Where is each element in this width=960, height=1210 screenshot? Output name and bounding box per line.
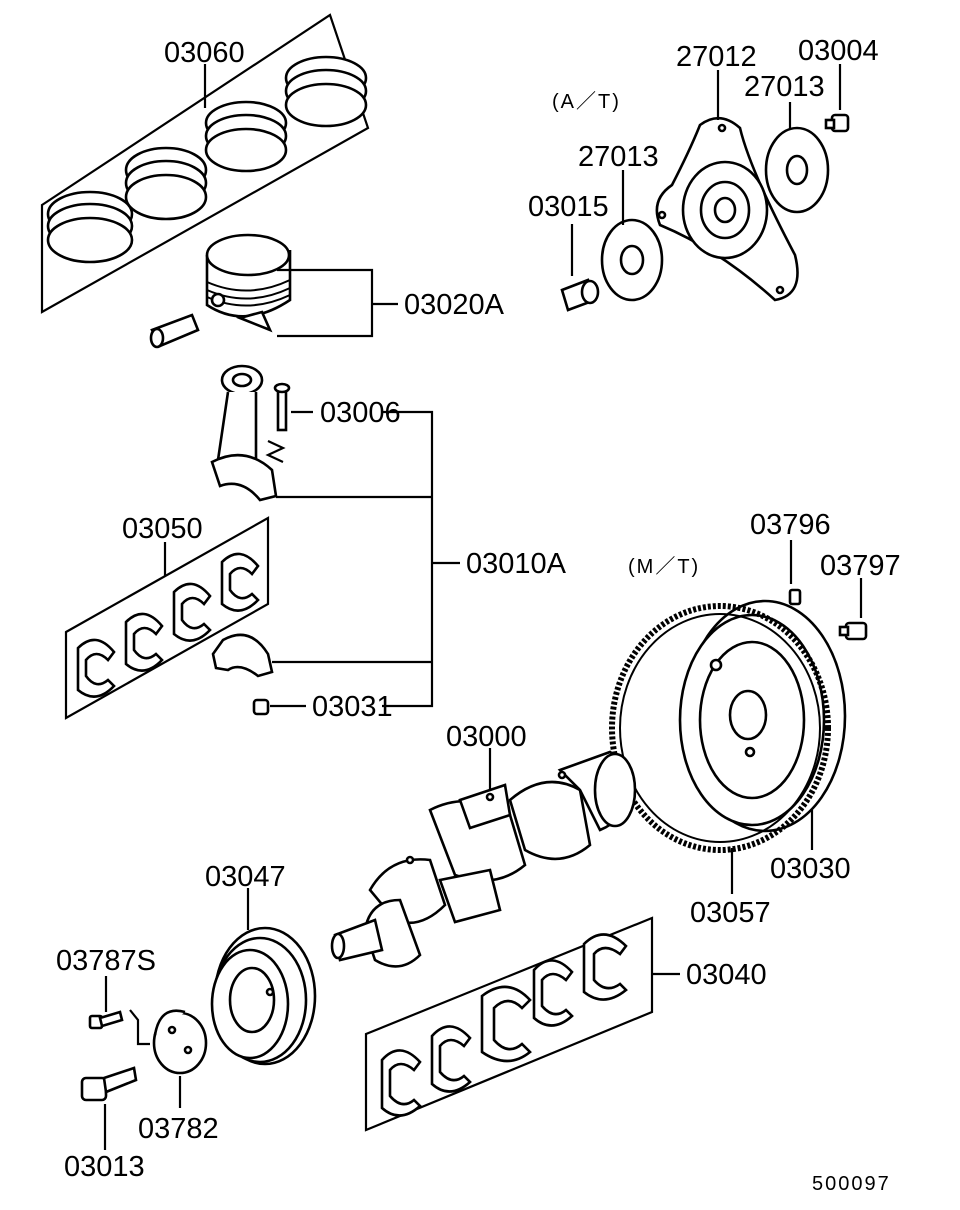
crankshaft-pulley-bolt: 03013 <box>64 1066 145 1183</box>
automatic-transmission-group: (A／T) 27012 27013 03004 27013 <box>528 35 879 312</box>
variant-label-at: (A／T) <box>552 91 621 113</box>
crankshaft: 03000 <box>330 721 637 968</box>
main-bearings-group: 03040 <box>364 916 767 1132</box>
piston-ring-set-2 <box>124 146 208 221</box>
piston-assembly: 03020A <box>149 233 505 349</box>
part-label-03796: 03796 <box>750 509 831 541</box>
part-label-03000: 03000 <box>446 721 527 753</box>
rod-bearing-shell <box>76 552 260 698</box>
drive-plate-bolt <box>824 113 850 133</box>
connecting-rod-nut <box>252 698 270 716</box>
part-label-03040: 03040 <box>686 959 767 991</box>
piston-ring-set-1 <box>46 190 134 264</box>
part-label-03047: 03047 <box>205 861 286 893</box>
rod-bearings-group: 03050 <box>64 513 270 720</box>
piston-ring-set-3 <box>204 100 288 173</box>
part-label-27013-rear: 27013 <box>744 71 825 103</box>
part-label-27012: 27012 <box>676 41 757 73</box>
part-label-03004: 03004 <box>798 35 879 67</box>
crankshaft-pulley: 03047 <box>205 861 317 1066</box>
part-label-03020A: 03020A <box>404 289 505 321</box>
part-label-03797: 03797 <box>820 550 901 582</box>
piston-pin <box>149 313 200 349</box>
manual-transmission-group: (M／T) 03057 03030 03796 03797 <box>609 509 901 929</box>
ring-gear <box>609 603 831 853</box>
connecting-rod-bolt <box>273 382 291 432</box>
part-label-03030: 03030 <box>770 853 851 885</box>
part-label-03787S: 03787S <box>56 945 156 977</box>
adapter-plate-rear <box>764 126 830 214</box>
part-label-03010A: 03010A <box>466 548 567 580</box>
connecting-rod-assembly: 03006 03010A 03031 <box>210 364 567 723</box>
piston-rings-group: 03060 <box>40 13 370 314</box>
part-label-03013: 03013 <box>64 1151 145 1183</box>
part-label-27013-front: 27013 <box>578 141 659 173</box>
damper-pulley-hub: 03782 <box>138 1009 219 1145</box>
connecting-rod <box>210 364 278 502</box>
adapter-plate-front <box>600 218 664 302</box>
piston-ring-set-4 <box>284 55 368 128</box>
variant-label-mt: (M／T) <box>628 556 700 578</box>
main-bearing-shell <box>380 933 628 1117</box>
small-bolt: 03787S <box>56 945 156 1046</box>
part-label-03057: 03057 <box>690 897 771 929</box>
drive-plate <box>655 116 799 302</box>
part-label-03031: 03031 <box>312 691 393 723</box>
dowel-pin <box>788 588 802 606</box>
part-label-03015: 03015 <box>528 191 609 223</box>
connecting-rod-cap <box>211 633 274 678</box>
flywheel-bolt <box>838 621 868 641</box>
part-label-03782: 03782 <box>138 1113 219 1145</box>
crankshaft-bushing <box>560 278 600 312</box>
flywheel <box>678 599 847 833</box>
figure-code: 500097 <box>812 1173 891 1195</box>
part-label-03050: 03050 <box>122 513 203 545</box>
part-label-03060: 03060 <box>164 37 245 69</box>
